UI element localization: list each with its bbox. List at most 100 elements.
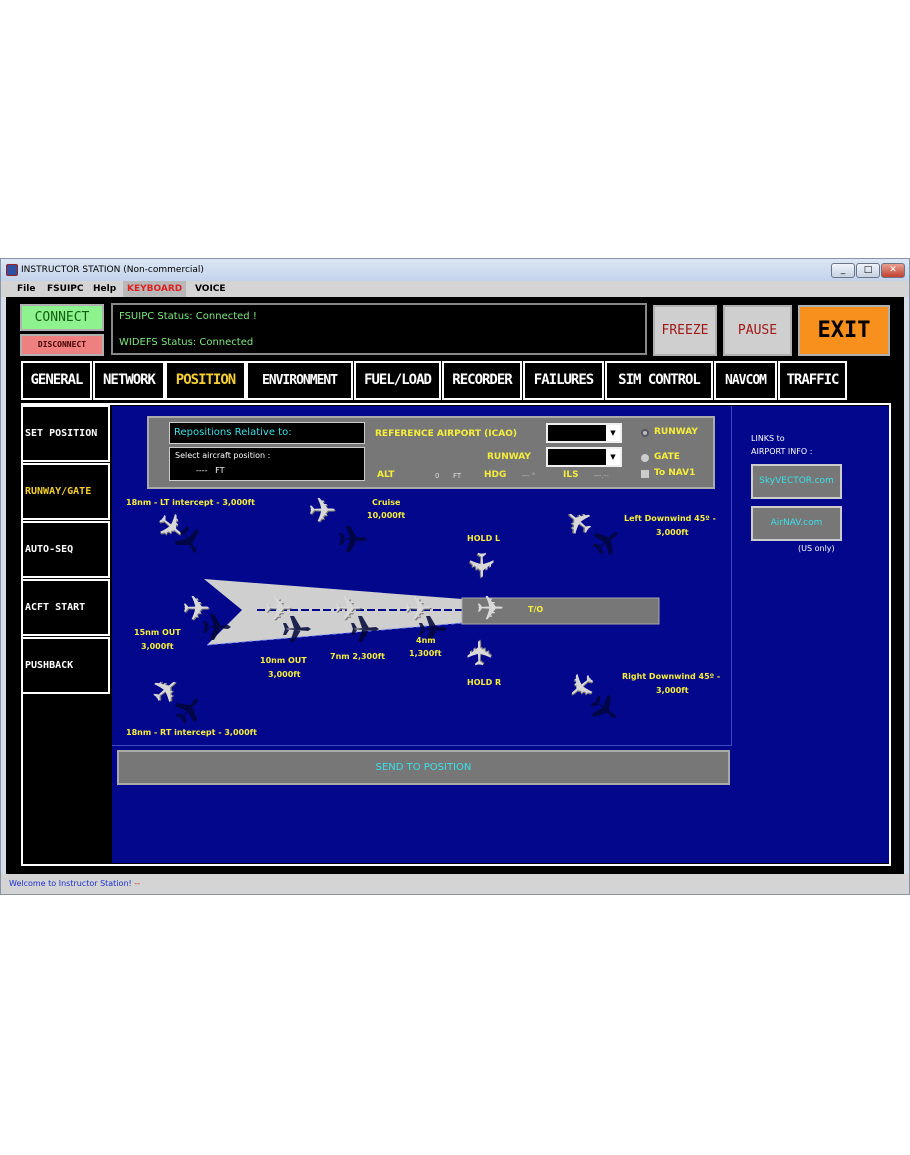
plane-15nm-icon[interactable]: ✈ — [182, 589, 211, 629]
sidebar-item-acft-start[interactable]: ACFT START — [21, 579, 110, 636]
gate-radio[interactable] — [641, 454, 649, 462]
plane-shadow-icon — [592, 532, 618, 556]
close-button[interactable]: ✕ — [881, 263, 905, 278]
10nm-alt-label: 3,000ft — [268, 670, 301, 679]
runway-strip[interactable] — [461, 597, 660, 625]
plane-shadow-icon — [339, 526, 367, 552]
plane-10nm-icon[interactable]: ✈ — [264, 589, 293, 629]
chevron-down-icon: ▼ — [606, 449, 620, 465]
plane-hold-r-icon[interactable]: ✈ — [460, 638, 501, 668]
hold-l-label: HOLD L — [467, 534, 501, 543]
main-area: CONNECT DISCONNECT FSUIPC Status: Connec… — [6, 297, 904, 874]
minimize-button[interactable]: _ — [831, 263, 855, 278]
plane-shadow-icon — [351, 616, 379, 642]
plane-cruise-icon[interactable]: ✈ — [308, 491, 337, 531]
gate-option-label: GATE — [654, 452, 680, 462]
menu-file[interactable]: File — [17, 284, 36, 294]
alt-unit: FT — [453, 472, 462, 480]
sidebar-item-runway-gate[interactable]: RUNWAY/GATE — [21, 463, 110, 520]
nav1-option-label: To NAV1 — [654, 468, 696, 478]
ref-airport-select[interactable]: ▼ — [546, 423, 622, 443]
plane-takeoff-icon[interactable]: ✈ — [476, 589, 505, 629]
tab-fuel-load[interactable]: FUEL/LOAD — [354, 361, 441, 400]
widefs-status: WIDEFS Status: Connected — [119, 337, 254, 348]
skyvector-link[interactable]: SkyVECTOR.com — [751, 464, 842, 499]
15nm-alt-label: 3,000ft — [141, 642, 174, 651]
left-downwind-alt-label: 3,000ft — [656, 528, 689, 537]
window-title: INSTRUCTOR STATION (Non-commercial) — [21, 265, 204, 275]
chevron-down-icon: ▼ — [606, 425, 620, 441]
ref-airport-label: REFERENCE AIRPORT (ICAO) — [375, 429, 517, 439]
runway-select[interactable]: ▼ — [546, 447, 622, 467]
plane-shadow-icon — [590, 694, 616, 718]
links-title-2: AIRPORT INFO : — [751, 447, 813, 456]
position-panel: Repositions Relative to: Select aircraft… — [112, 406, 889, 863]
4nm-alt-label: 1,300ft — [409, 649, 442, 658]
10nm-label: 10nm OUT — [260, 656, 307, 665]
menu-keyboard[interactable]: KEYBOARD — [123, 281, 187, 297]
tab-traffic[interactable]: TRAFFIC — [778, 361, 847, 400]
tab-position[interactable]: POSITION — [165, 361, 246, 400]
takeoff-label: T/O — [528, 605, 544, 614]
tab-environment[interactable]: ENVIRONMENT — [246, 361, 353, 400]
disconnect-button[interactable]: DISCONNECT — [20, 334, 104, 356]
4nm-label: 4nm — [416, 636, 436, 645]
ils-label: ILS — [563, 470, 579, 480]
status-bar: Welcome to Instructor Station! -- — [1, 874, 909, 894]
menu-voice[interactable]: VOICE — [195, 284, 226, 294]
fsuipc-status: FSUIPC Status: Connected ! — [119, 311, 257, 322]
maximize-button[interactable]: □ — [856, 263, 880, 278]
sidebar-item-pushback[interactable]: PUSHBACK — [21, 637, 110, 694]
sidebar-item-set-position[interactable]: SET POSITION — [21, 405, 110, 462]
connect-button[interactable]: CONNECT — [20, 304, 104, 331]
title-bar: INSTRUCTOR STATION (Non-commercial) _ □ … — [1, 259, 909, 281]
menu-help[interactable]: Help — [93, 284, 117, 294]
pause-button[interactable]: PAUSE — [723, 305, 792, 356]
menu-fsuipc[interactable]: FSUIPC — [47, 284, 84, 294]
position-value: ---- FT — [196, 466, 225, 475]
plane-shadow-icon — [203, 614, 231, 640]
tab-navcom[interactable]: NAVCOM — [714, 361, 777, 400]
tab-sim-control[interactable]: SIM CONTROL — [605, 361, 713, 400]
status-dash: -- — [134, 879, 141, 888]
app-icon — [6, 264, 18, 276]
cruise-label: Cruise — [372, 498, 401, 507]
tab-recorder[interactable]: RECORDER — [442, 361, 522, 400]
tab-general[interactable]: GENERAL — [21, 361, 92, 400]
right-downwind-alt-label: 3,000ft — [656, 686, 689, 695]
exit-button[interactable]: EXIT — [798, 305, 890, 356]
plane-shadow-icon — [174, 525, 199, 554]
status-box: FSUIPC Status: Connected ! WIDEFS Status… — [111, 303, 647, 355]
sidebar-item-auto-seq[interactable]: AUTO-SEQ — [21, 521, 110, 578]
freeze-button[interactable]: FREEZE — [653, 305, 717, 356]
alt-label: ALT — [377, 470, 395, 480]
aircraft-position-box: Select aircraft position : ---- FT — [169, 447, 365, 481]
select-position-label: Select aircraft position : — [175, 451, 271, 460]
right-downwind-label: Right Downwind 45º - — [622, 672, 721, 681]
airnav-link[interactable]: AirNAV.com — [751, 506, 842, 541]
tab-failures[interactable]: FAILURES — [523, 361, 604, 400]
plane-7nm-icon[interactable]: ✈ — [334, 589, 363, 629]
runway-radio[interactable] — [641, 429, 649, 437]
ils-value: ---.-- — [594, 472, 609, 480]
tab-network[interactable]: NETWORK — [93, 361, 165, 400]
links-title: LINKS to — [751, 434, 785, 443]
reposition-title: Repositions Relative to: — [169, 422, 365, 444]
nav1-checkbox[interactable] — [641, 470, 649, 478]
us-only-note: (US only) — [798, 544, 835, 553]
7nm-label: 7nm 2,300ft — [330, 652, 385, 661]
plane-4nm-icon[interactable]: ✈ — [404, 589, 433, 629]
hdg-value: --- ° — [522, 472, 536, 480]
plane-shadow-icon — [283, 616, 311, 642]
runway-label: RUNWAY — [487, 452, 531, 462]
welcome-message: Welcome to Instructor Station! — [9, 879, 132, 888]
send-to-position-button[interactable]: SEND TO POSITION — [117, 750, 730, 785]
app-window: INSTRUCTOR STATION (Non-commercial) _ □ … — [0, 258, 910, 895]
reposition-header: Repositions Relative to: Select aircraft… — [147, 416, 715, 489]
left-downwind-label: Left Downwind 45º - — [624, 514, 716, 523]
plane-hold-l-icon[interactable]: ✈ — [460, 550, 501, 580]
glidepath-line — [206, 622, 463, 646]
runway-option-label: RUNWAY — [654, 427, 698, 437]
cruise-alt-label: 10,000ft — [367, 511, 406, 520]
diagram-area — [112, 406, 732, 746]
